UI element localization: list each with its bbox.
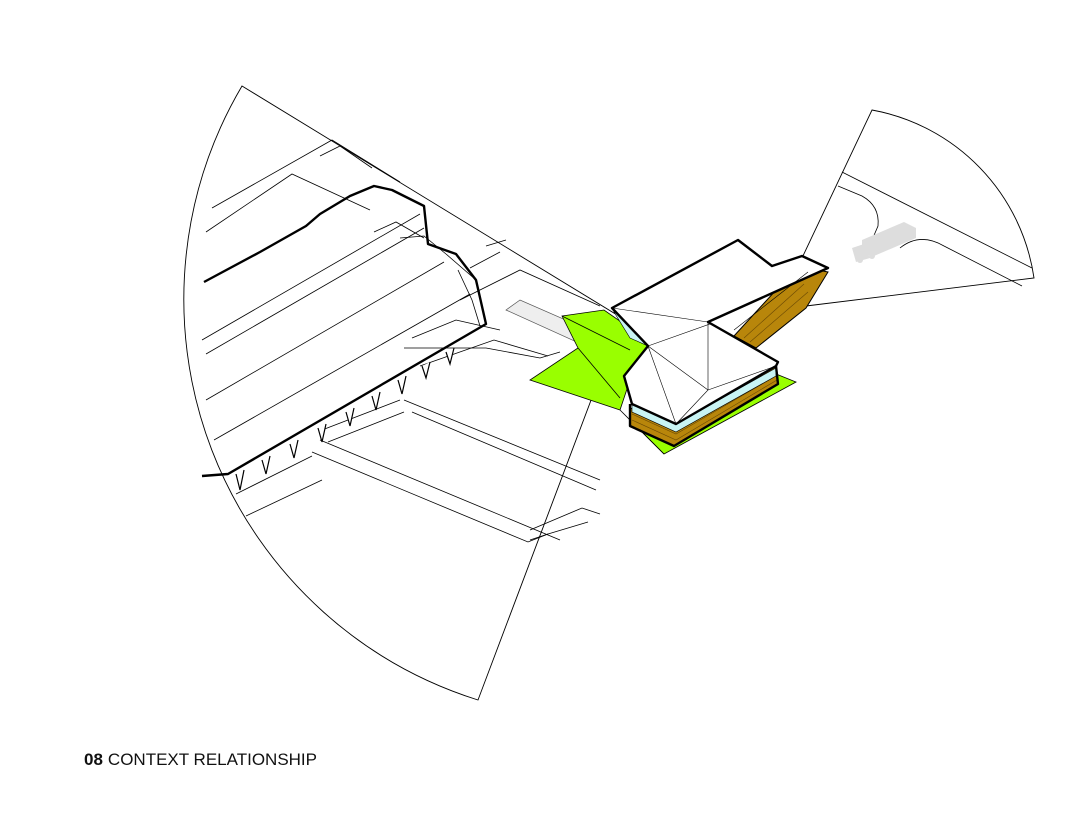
site-ground-lines — [205, 139, 601, 543]
building-outline — [628, 365, 780, 448]
right-cone-road-lines — [837, 171, 1033, 287]
figure-number: 08 — [84, 750, 103, 769]
truck-icon — [852, 222, 916, 263]
existing-long-building — [201, 184, 488, 491]
proposed-building — [610, 238, 830, 448]
left-cone-outline — [183, 85, 623, 701]
long-building-sawtooth — [235, 347, 455, 491]
long-building-ridges — [201, 213, 487, 475]
left-view-cone — [183, 85, 623, 701]
wood-planking — [631, 283, 809, 441]
right-cone-outline — [801, 109, 1035, 307]
roof-fold-lines — [611, 271, 809, 425]
figure-title: CONTEXT RELATIONSHIP — [107, 750, 317, 769]
long-building-outline — [201, 184, 488, 478]
roof — [610, 238, 830, 426]
right-view-cone — [801, 109, 1035, 307]
